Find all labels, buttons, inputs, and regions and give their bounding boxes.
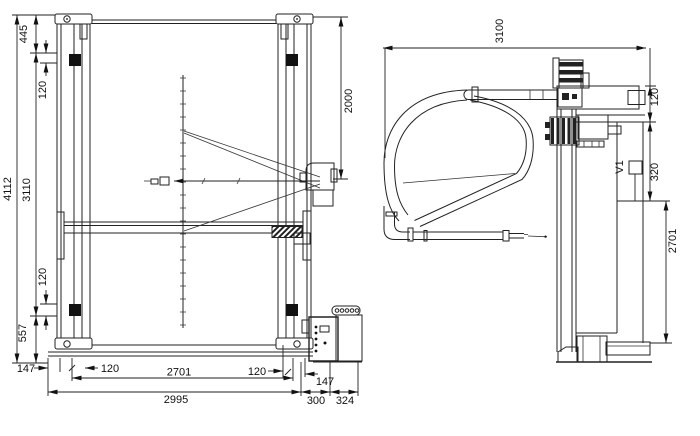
guy-wires [184, 131, 320, 231]
dim-front-inset-right: 120 [248, 366, 266, 378]
dim-front-overall-width: 2995 [164, 394, 188, 406]
terminal-strip [332, 306, 360, 315]
nozzle-fitting [160, 177, 169, 185]
valve-symbol [629, 161, 642, 174]
top-crossbar [92, 20, 276, 24]
side-view: V1 [384, 58, 670, 362]
dim-front-box-depth: 324 [336, 395, 354, 407]
dim-front-overall-height: 4112 [2, 177, 14, 201]
dim-front-foot-left: 147 [17, 363, 35, 375]
valve-label: V1 [614, 160, 626, 173]
front-view [48, 14, 362, 362]
dim-front-box-width: 300 [307, 395, 325, 407]
left-lower-carriage-block [69, 304, 81, 316]
top-bracket [553, 58, 559, 88]
side-column [557, 109, 645, 352]
dim-side-head-offset: 120 [649, 88, 661, 106]
valve-callout: V1 [614, 160, 670, 201]
dim-side-valve-offset: 320 [649, 163, 661, 181]
head-unit [300, 163, 337, 206]
dim-front-top-inset: 120 [37, 81, 49, 99]
beam-carriage-hatch [272, 227, 302, 238]
control-box [302, 306, 362, 361]
side-view-dimensions: 3100 2000 120 320 2701 [313, 17, 679, 343]
dim-front-bottom-offset: 557 [17, 324, 29, 342]
center-mast [180, 75, 186, 328]
lance-tip [544, 235, 547, 238]
dim-front-inset-left: 120 [101, 363, 119, 375]
left-upper-carriage-block [69, 54, 81, 66]
dim-front-bottom-inset: 120 [37, 268, 49, 286]
dim-side-rail-height: 2701 [667, 229, 679, 253]
dim-side-overall-depth: 3100 [494, 19, 506, 43]
control-panel [309, 317, 338, 361]
right-lower-carriage-block [286, 304, 298, 316]
dim-side-arm-drop: 2000 [343, 89, 355, 113]
spray-lance [384, 206, 547, 241]
display-window [320, 326, 329, 332]
dim-front-rail-height: 3110 [21, 178, 33, 202]
front-view-dimensions: 4112 445 3110 557 120 120 147 120 2701 1… [2, 15, 358, 407]
side-arm [464, 58, 645, 109]
left-column [55, 14, 92, 349]
dim-front-inner-span: 2701 [167, 367, 191, 379]
dim-front-top-offset: 445 [18, 25, 30, 43]
cross-beam [57, 211, 311, 260]
supply-hose [384, 90, 533, 227]
side-foot [556, 336, 652, 362]
spray-arm [144, 177, 320, 185]
right-upper-carriage-block [286, 54, 298, 66]
dim-front-foot-right: 147 [316, 376, 334, 388]
base-line [48, 352, 362, 362]
motor-unit [545, 115, 621, 147]
